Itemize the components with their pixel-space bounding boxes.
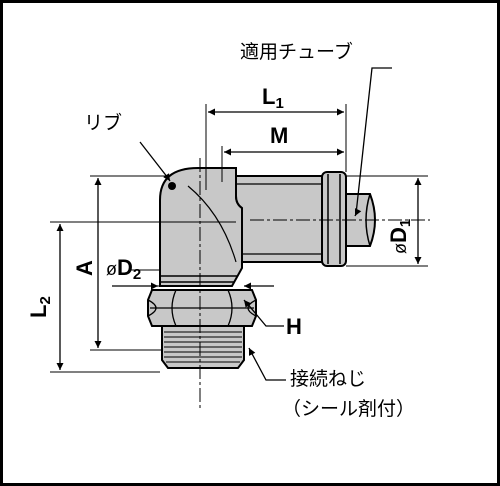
dim-d1: øD1: [386, 218, 414, 254]
label-rib: リブ: [84, 112, 123, 134]
dim-a: A: [72, 260, 97, 276]
label-thread: 接続ねじ: [290, 368, 367, 390]
rib: [168, 182, 176, 190]
dim-l2: L2: [26, 296, 54, 318]
release-sleeve: [235, 175, 323, 263]
dimension-lines: [56, 108, 422, 370]
dim-h: H: [286, 314, 302, 339]
leader-lines: [139, 67, 392, 381]
inner-bore: [187, 185, 237, 263]
label-tube: 適用チューブ: [240, 41, 353, 63]
leader-arrows: [163, 173, 362, 356]
dim-l1: L1: [262, 84, 284, 112]
hex-nut-facets: [147, 289, 257, 327]
sleeve-lines: [236, 183, 322, 255]
label-seal: （シール剤付）: [282, 398, 416, 420]
center-lines: [199, 158, 430, 410]
thread-lines: [164, 331, 242, 363]
body-rim: [160, 275, 238, 283]
collet-ring: [321, 171, 347, 267]
dim-m: M: [270, 123, 289, 148]
dim-d2: øD2: [106, 255, 142, 283]
